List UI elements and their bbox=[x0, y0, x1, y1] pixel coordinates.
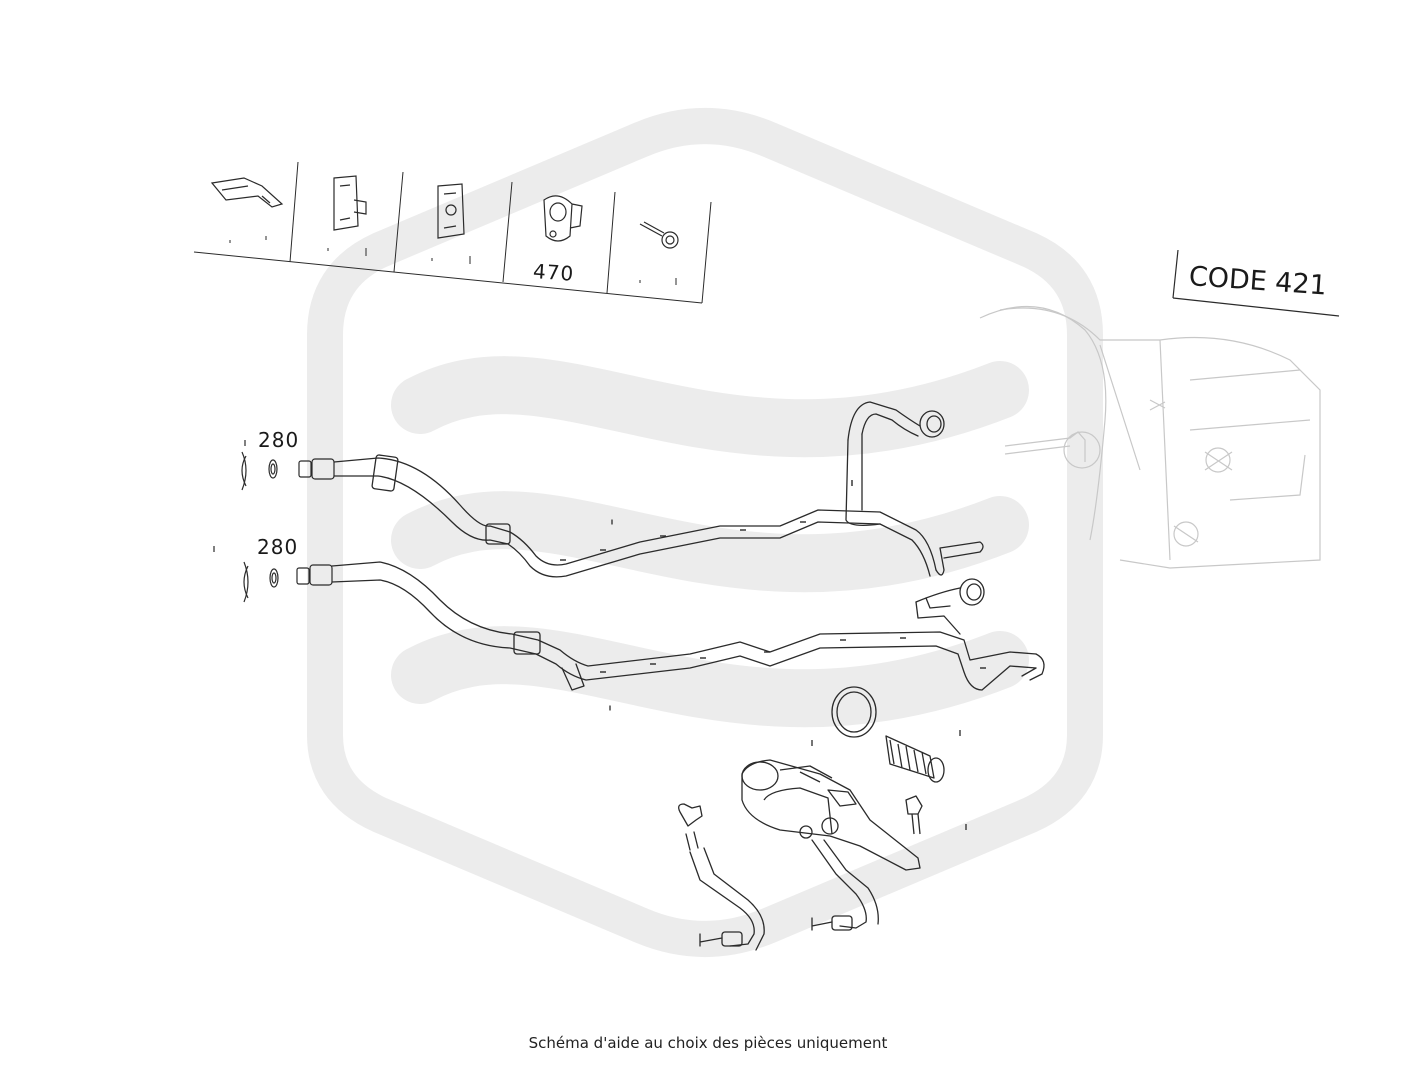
watermark-logo bbox=[307, 108, 1103, 957]
table-ticks bbox=[229, 236, 677, 285]
fitting-280-lower bbox=[213, 546, 333, 603]
part-number-470: 470 bbox=[532, 259, 576, 286]
transmission-outline bbox=[979, 305, 1321, 569]
fitting-280-upper bbox=[241, 440, 335, 491]
stud-bracket-icon bbox=[333, 175, 367, 231]
bolt-icon bbox=[639, 221, 679, 249]
part-number-280-lower: 280 bbox=[257, 535, 299, 559]
lower-line-dashes bbox=[600, 637, 986, 673]
clip-bracket-icon bbox=[210, 177, 284, 208]
lower-cooler-line bbox=[331, 561, 1045, 711]
upper-cooler-line bbox=[333, 401, 984, 578]
pipe-clamp-icon bbox=[543, 195, 583, 242]
part-number-280-upper: 280 bbox=[258, 428, 300, 452]
parts-table bbox=[193, 161, 712, 304]
code-box-frame bbox=[1172, 249, 1340, 317]
bottom-hoses bbox=[678, 803, 879, 951]
upper-line-dashes bbox=[560, 480, 853, 561]
diagram-caption: Schéma d'aide au choix des pièces unique… bbox=[528, 1034, 888, 1052]
filter-assembly bbox=[741, 686, 967, 871]
plate-bracket-icon bbox=[437, 183, 465, 239]
